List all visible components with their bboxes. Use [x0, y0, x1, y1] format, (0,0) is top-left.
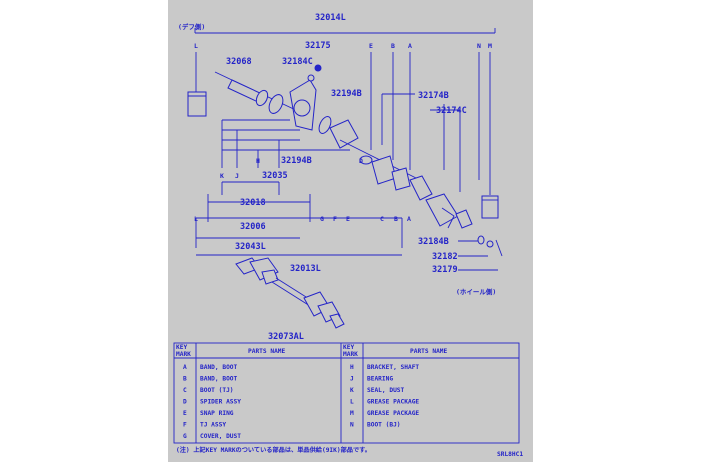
key-letter-top: A	[408, 42, 412, 50]
label-differential-side: (デフ側)	[178, 22, 205, 31]
table-key: C	[183, 387, 187, 394]
diagram-code: SRL8HC1	[497, 451, 523, 458]
table-part-name: SEAL, DUST	[367, 387, 405, 394]
key-letter-mid: F	[333, 215, 337, 223]
table-key: D	[183, 399, 187, 406]
label-32174c: 32174C	[436, 106, 467, 116]
table-key: G	[183, 433, 187, 440]
label-32018: 32018	[240, 198, 266, 208]
table-part-name: TJ ASSY	[200, 422, 226, 429]
label-32174b: 32174B	[418, 91, 449, 101]
label-32035: 32035	[262, 171, 288, 181]
table-right-rows: H BRACKET, SHAFT J BEARING K SEAL, DUST L GREAS…	[350, 364, 419, 429]
key-letter-mid: D	[359, 157, 363, 165]
label-32014l: 32014L	[315, 13, 346, 23]
key-letter-mid: A	[407, 215, 411, 223]
key-letter-mid: K	[220, 172, 224, 180]
table-key: L	[350, 399, 354, 406]
label-32043l: 32043L	[235, 242, 266, 252]
table-key: J	[350, 376, 354, 383]
label-32068: 32068	[226, 57, 252, 67]
table-key: N	[350, 422, 354, 429]
label-32175: 32175	[305, 41, 331, 51]
table-key: A	[183, 364, 187, 371]
grease-package-right	[481, 195, 499, 219]
table-key: K	[350, 387, 354, 394]
table-part-name: BOOT (BJ)	[367, 422, 401, 429]
table-key: E	[183, 410, 187, 417]
label-32184c: 32184C	[282, 57, 313, 67]
table-header-part-right: PARTS NAME	[410, 348, 448, 355]
label-32184b: 32184B	[418, 237, 449, 247]
table-part-name: BOOT (TJ)	[200, 387, 234, 394]
key-letter-mid: J	[235, 172, 239, 180]
table-part-name: COVER, DUST	[200, 433, 241, 440]
table-header-mark-left: MARK	[176, 351, 191, 358]
parts-table	[173, 342, 520, 444]
table-key: F	[183, 422, 187, 429]
table-part-name: BEARING	[367, 376, 393, 383]
key-letter-top: L	[194, 42, 198, 50]
table-key: M	[350, 410, 354, 417]
key-letter-mid: G	[320, 215, 324, 223]
key-letter-top: N	[477, 42, 481, 50]
key-letter-top: E	[369, 42, 373, 50]
key-letter-top: B	[391, 42, 395, 50]
key-letter-mid: B	[394, 215, 398, 223]
table-header-key-left: KEY	[176, 344, 187, 351]
label-32013l: 32013L	[290, 264, 321, 274]
table-header-part-left: PARTS NAME	[248, 348, 286, 355]
table-part-name: BAND, BOOT	[200, 364, 238, 371]
table-part-name: SPIDER ASSY	[200, 399, 241, 406]
label-wheel-side: (ホイール側)	[456, 287, 496, 296]
table-key: B	[183, 376, 187, 383]
table-part-name: BRACKET, SHAFT	[367, 364, 419, 371]
inner-shaft-assembly	[214, 64, 473, 229]
table-part-name: BAND, BOOT	[200, 376, 238, 383]
table-header-mark-right: MARK	[343, 351, 358, 358]
key-letter-mid: H	[256, 157, 260, 165]
table-header-key-right: KEY	[343, 344, 354, 351]
table-part-name: SNAP RING	[200, 410, 234, 417]
label-32194b-mid: 32194B	[281, 156, 312, 166]
grease-package-left	[187, 91, 207, 117]
table-note: (注) 上記KEY MARKのついている部品は、単品供給(9IK)部品です。	[176, 446, 371, 454]
table-part-name: GREASE PACKAGE	[367, 410, 419, 417]
label-32006: 32006	[240, 222, 266, 232]
key-letter-top: M	[488, 42, 492, 50]
table-left-rows: A BAND, BOOT B BAND, BOOT C BOOT (TJ) D SPIDER …	[183, 364, 241, 440]
label-32179: 32179	[432, 265, 458, 275]
full-driveshaft	[235, 257, 345, 329]
label-32073al: 32073AL	[268, 332, 304, 342]
label-32194b-top: 32194B	[331, 89, 362, 99]
table-part-name: GREASE PACKAGE	[367, 399, 419, 406]
key-letter-mid: E	[346, 215, 350, 223]
diagram-panel	[168, 0, 533, 462]
label-32182: 32182	[432, 252, 458, 262]
table-key: H	[350, 364, 354, 371]
key-letter-mid: C	[380, 215, 384, 223]
